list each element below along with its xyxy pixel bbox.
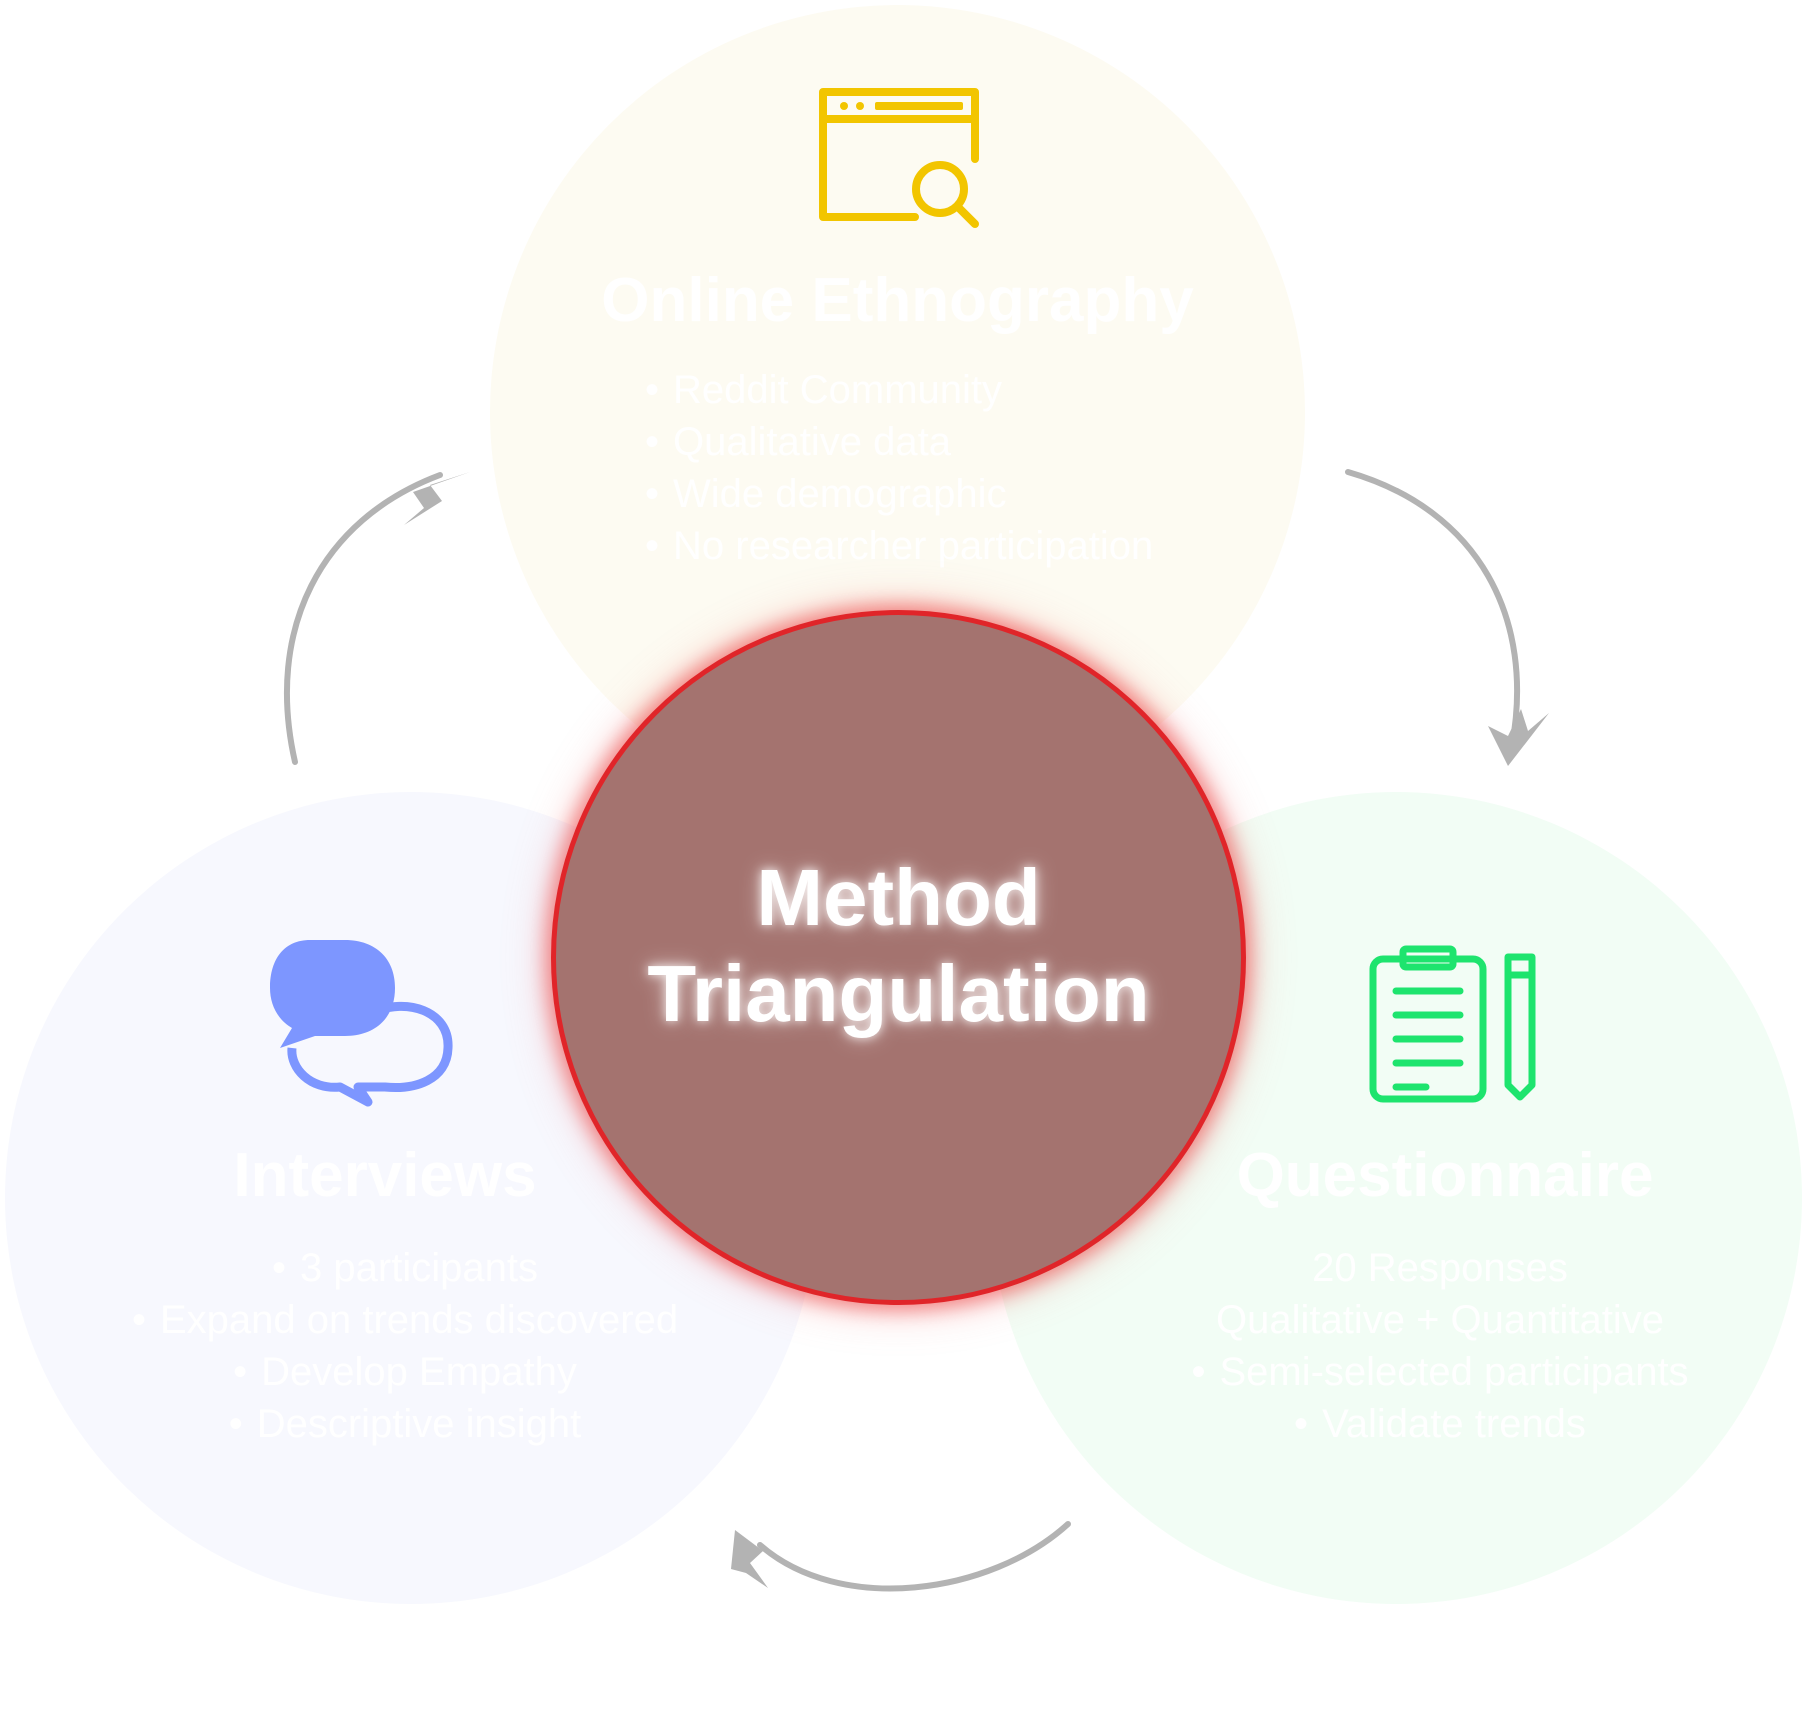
- method-triangulation-circle: [551, 610, 1246, 1305]
- bullet-item: •Develop Empathy: [233, 1350, 577, 1394]
- arrowhead-top: [404, 472, 470, 525]
- arrow-right-to-left: [757, 1521, 1071, 1592]
- center-title-line2: Triangulation: [647, 949, 1150, 1038]
- bullet-item: 20 Responses: [1312, 1246, 1568, 1290]
- center-title-line1: Method: [756, 853, 1041, 942]
- bullet-item: Qualitative + Quantitative: [1215, 1298, 1665, 1342]
- bullet-item: •3 participants: [272, 1246, 538, 1290]
- bullet-item: •No researcher participation: [645, 524, 1154, 568]
- bullet-item: •Validate trends: [1294, 1402, 1586, 1446]
- chat-bubbles-icon: [270, 940, 453, 1107]
- clipboard-pencil-icon: [1369, 945, 1536, 1103]
- questionnaire-title: Questionnaire: [1236, 1141, 1654, 1210]
- bullet-item: •Semi-selected participants: [1191, 1350, 1689, 1394]
- browser-search-icon: [819, 88, 979, 228]
- arrowhead-right: [1488, 709, 1549, 766]
- interviews-title: Interviews: [233, 1141, 537, 1210]
- questionnaire-bullets: 20 Responses Qualitative + Quantitative …: [1000, 1242, 1807, 1450]
- arrowhead-bottom: [731, 1530, 768, 1588]
- bullet-item: •Expand on trends discovered: [131, 1298, 679, 1342]
- arrow-left-to-top: [284, 472, 443, 765]
- interviews-bullets: •3 participants •Expand on trends discov…: [5, 1242, 805, 1450]
- arrow-top-to-right: [1345, 469, 1521, 748]
- bullet-item: •Wide demographic: [645, 472, 1007, 516]
- online-ethnography-bullets: •Reddit Community •Qualitative data •Wid…: [645, 364, 1153, 572]
- bullet-item: •Descriptive insight: [228, 1402, 582, 1446]
- bullet-item: •Qualitative data: [645, 420, 951, 464]
- bullet-item: •Reddit Community: [645, 368, 1003, 412]
- online-ethnography-title: Online Ethnography: [601, 266, 1194, 335]
